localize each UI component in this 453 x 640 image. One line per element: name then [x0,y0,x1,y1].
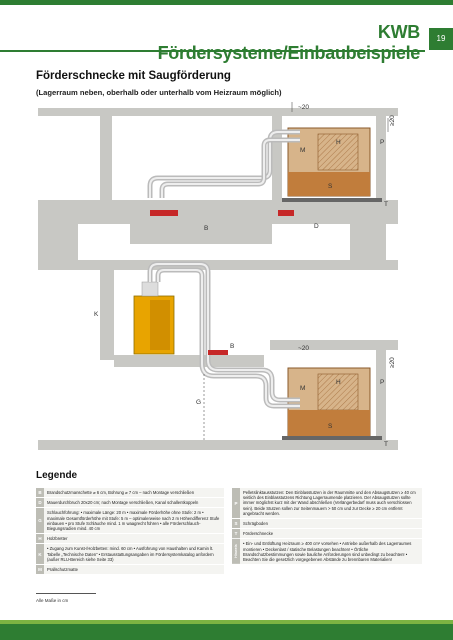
label-k-2: K [94,311,99,318]
legend-key: K [36,544,44,565]
legend-text: Prallschutzmatte [47,567,78,573]
upper-slab [38,260,398,270]
fire-collar-2 [208,350,228,355]
diagram-top: ~20 ≥20 M H P S T B D [38,102,398,264]
footnote: Alle Maße in cm [36,598,69,603]
legend-text: Schrägboden [243,521,268,527]
left-wall [100,116,112,200]
legend-text: Förderschnecke [243,531,274,537]
label-b-1: B [204,225,208,232]
installation-diagrams: ~20 ≥20 M H P S T B D ~20 ≥20 K [38,102,398,450]
dim-side-2: ≥20 [389,357,396,368]
footer-accent [0,620,453,624]
storage-ceiling [270,340,398,350]
legend-key: M [36,565,44,575]
legend-text: Mauerdurchbruch 20x20 cm; nach Montage v… [47,500,199,506]
legend-key: Hinweis [232,539,240,565]
legend-title: Legende [36,470,78,481]
legend-row: K• Zugang zum Kunst-/Holzbetten: mind. 6… [36,544,224,566]
diagram-bottom: ~20 ≥20 K B G M H P S T [38,260,398,450]
page-header: KWB Fördersysteme/Einbaubeispiele 19 [0,0,453,63]
footer-bar [0,624,453,640]
label-g-2: G [196,399,201,406]
legend-text: Pelletslinktausstutzen: Den Einblasstutz… [243,490,416,516]
legend-key: H [36,534,44,544]
legend-text: Schlauchführung: • maximale Länge: 20 m … [47,510,220,532]
screw-conveyor-2 [282,436,382,440]
page-number: 19 [429,28,453,50]
label-s-1: S [328,183,333,190]
label-s-2: S [328,423,333,430]
sloped-floor [288,172,370,196]
outer-wall-2 [376,340,386,440]
label-d-1: D [314,223,319,230]
wall-opening [278,210,294,216]
wooden-boards [317,133,359,171]
dim-top-2: ~20 [298,345,309,352]
lower-wall-right [350,224,386,264]
left-column [100,270,114,360]
section-subheading: (Lagerraum neben, oberhalb oder unterhal… [36,88,282,97]
boiler-door [150,300,170,350]
header-rule [0,50,425,52]
floor-slab [38,200,398,224]
sloped-floor-2 [288,410,370,436]
partition-wall [272,108,282,224]
label-t-2: T [384,441,388,448]
ceiling-wall [38,108,398,116]
dim-top-1: ~20 [298,104,309,111]
outer-wall [376,108,386,224]
section-heading: Förderschnecke mit Saugförderung [36,70,231,82]
dim-side-1: ≥20 [389,115,396,126]
footnote-rule [36,593,96,594]
fire-collar [150,210,178,216]
label-t-1: T [384,201,388,208]
label-m-2: M [300,385,305,392]
legend-key: T [232,529,240,539]
legend-row: Hinweis• Ein- und Entlüftung Heizraum ≥ … [232,539,422,566]
legend-key: B [36,488,44,498]
lower-slab [130,224,272,244]
page-title: KWB Fördersysteme/Einbaubeispiele [157,22,421,63]
legend-text: Brandschutzmanschette ⌀ 6 cm, Bohrung ⌀ … [47,490,195,495]
legend-text: Holzbretter [47,536,68,542]
legend-text: • Ein- und Entlüftung Heizraum ≥ 400 cm²… [243,541,412,563]
label-h-1: H [336,139,341,146]
legend-key: S [232,519,240,529]
legend-key: G [36,508,44,534]
screw-conveyor [282,198,382,202]
header-stripe [0,0,453,5]
label-p-2: P [380,379,384,386]
ground-slab [38,440,398,450]
label-b-2: B [230,343,234,350]
wooden-boards-2 [317,373,359,411]
label-m-1: M [300,147,305,154]
legend-key: D [36,498,44,508]
suction-unit [141,281,159,297]
mid-slab [114,355,264,367]
legend-key: P [232,488,240,519]
legend-text: • Zugang zum Kunst-/Holzbetten: mind. 60… [47,546,214,562]
label-p-1: P [380,139,384,146]
label-h-2: H [336,379,341,386]
lower-wall-left [38,224,78,264]
